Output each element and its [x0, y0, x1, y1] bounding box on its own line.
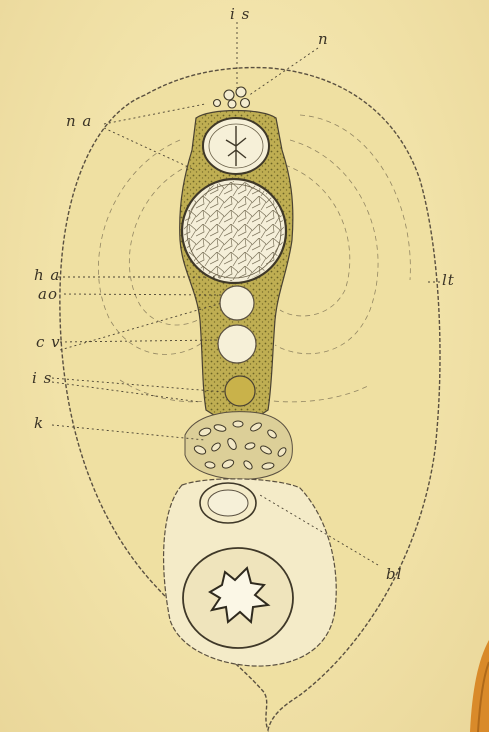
label-lt: lt [442, 271, 455, 289]
cardinal-vein [218, 325, 256, 363]
label-k: k [34, 414, 44, 432]
label-n: n [318, 30, 329, 48]
label-ao: ao [38, 285, 58, 303]
label-na: n a [66, 112, 92, 130]
intestine-small [225, 376, 255, 406]
label-is-top: i s [230, 5, 250, 23]
label-is-mid: i s [32, 369, 52, 387]
label-ha: h a [34, 266, 60, 284]
aorta [220, 286, 254, 320]
label-bl: bl [386, 565, 402, 583]
label-cv: c v [36, 333, 61, 351]
